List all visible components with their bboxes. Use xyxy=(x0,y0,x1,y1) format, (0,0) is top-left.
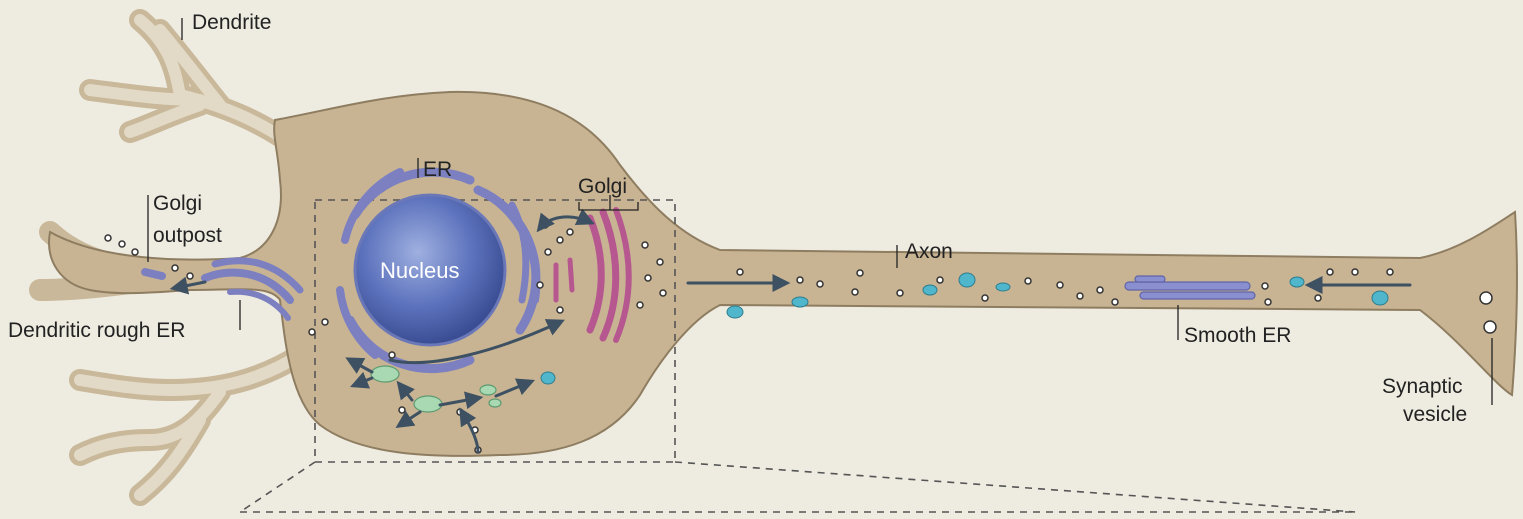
label-golgi-outpost-line2: outpost xyxy=(153,224,222,247)
label-dendritic-rough-er: Dendritic rough ER xyxy=(8,319,185,342)
label-dendrite: Dendrite xyxy=(192,11,271,34)
label-golgi: Golgi xyxy=(578,175,627,198)
label-smooth-er: Smooth ER xyxy=(1184,324,1291,347)
label-axon: Axon xyxy=(905,240,953,263)
label-er: ER xyxy=(423,158,452,181)
label-synaptic-vesicle-line1: Synaptic xyxy=(1382,375,1463,398)
label-synaptic-vesicle-line2: vesicle xyxy=(1403,403,1467,426)
cell-body xyxy=(49,92,1517,456)
label-golgi-outpost-line1: Golgi xyxy=(153,192,202,215)
label-nucleus: Nucleus xyxy=(380,258,459,283)
